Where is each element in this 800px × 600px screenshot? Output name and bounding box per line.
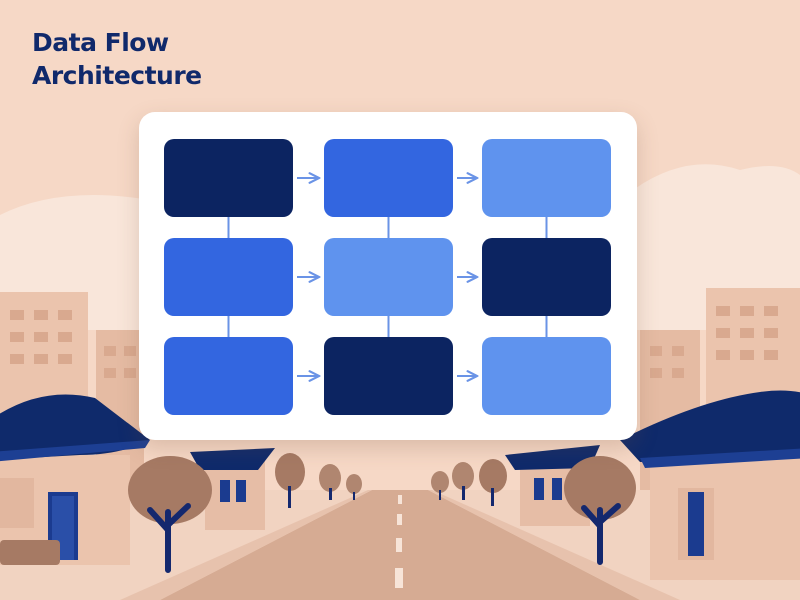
road-center-dashes xyxy=(395,495,403,588)
flow-node-r1c1[interactable] xyxy=(164,139,293,217)
road-shoulder-right xyxy=(428,490,680,600)
house-left-back xyxy=(190,448,275,530)
flow-diagram xyxy=(164,139,611,415)
house-left xyxy=(0,394,150,565)
building-left-windows xyxy=(10,310,136,378)
diagram-title: Data Flow Architecture xyxy=(32,26,202,92)
flow-node-r3c2[interactable] xyxy=(324,337,453,415)
flow-node-r1c2[interactable] xyxy=(324,139,453,217)
flow-node-r1c3[interactable] xyxy=(482,139,611,217)
building-right-windows xyxy=(650,306,778,378)
flow-node-r2c3[interactable] xyxy=(482,238,611,316)
diagram-card xyxy=(139,112,637,440)
flow-node-r3c1[interactable] xyxy=(164,337,293,415)
tree-right xyxy=(564,456,636,565)
road-shoulder-left xyxy=(120,490,372,600)
house-right xyxy=(620,390,800,580)
distant-trees xyxy=(275,453,507,508)
tree-left xyxy=(128,456,212,573)
flow-node-r2c1[interactable] xyxy=(164,238,293,316)
title-line-2: Architecture xyxy=(32,61,202,90)
flow-node-r3c3[interactable] xyxy=(482,337,611,415)
flow-node-r2c2[interactable] xyxy=(324,238,453,316)
title-line-1: Data Flow xyxy=(32,28,169,57)
